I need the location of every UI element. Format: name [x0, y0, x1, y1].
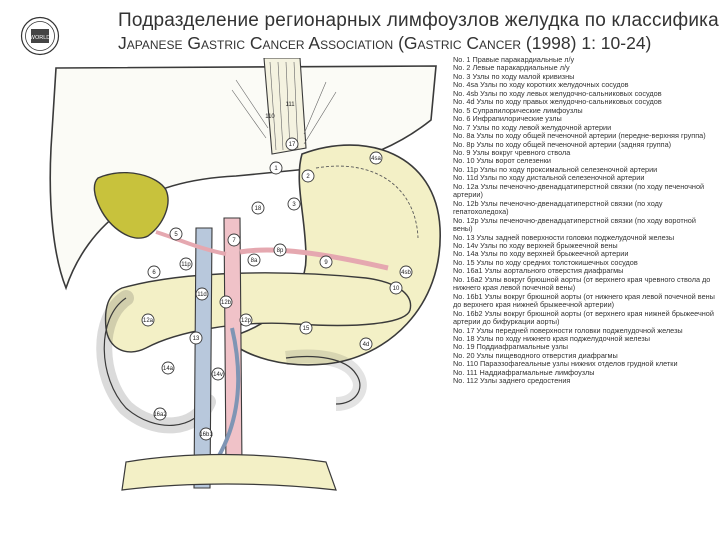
- legend-item: No. 17 Узлы передней поверхности головки…: [453, 325, 683, 335]
- legend-item: No. 2 Левые паракардиальные л/у: [453, 63, 570, 73]
- node-label: 10: [393, 286, 400, 292]
- legend-item: No. 7 Узлы по ходу левой желудочной арте…: [453, 122, 612, 132]
- legend-item: No. 12b Узлы печеночно-двенадцатиперстно…: [453, 198, 663, 217]
- legend-item: No. 6 Инфрапилорические узлы: [453, 114, 562, 124]
- node-label: 4sa: [371, 156, 381, 162]
- node-label: 14v: [213, 372, 223, 378]
- node-label: 11d: [197, 292, 207, 298]
- node-label: 110: [265, 114, 275, 120]
- node-label: 16b1: [199, 432, 213, 438]
- logo-text: WORLD: [30, 35, 51, 41]
- colon: [121, 453, 337, 491]
- node-label: 12a: [143, 318, 154, 324]
- node-label: 7: [232, 238, 236, 244]
- legend-item: No. 5 Супрапилорические лимфоузлы: [453, 105, 583, 115]
- legend-item: No. 13 Узлы задней поверхности головки п…: [453, 232, 675, 242]
- seal-emblem-icon: WORLD: [20, 16, 60, 56]
- node-label: 9: [324, 260, 328, 266]
- node-label: 13: [193, 336, 200, 342]
- gallbladder: [93, 171, 169, 239]
- page-title: Подразделение регионарных лимфоузлов жел…: [118, 10, 720, 54]
- title-line-2: Japanese Gastric Cancer Association (Gas…: [118, 33, 652, 53]
- legend-item: No. 4sb Узлы по ходу левых желудочно-сал…: [453, 88, 662, 98]
- pancreas: [104, 272, 412, 353]
- lymph-node-anatomy-diagram: 1 2 3 4sa 4sb 4d 5 6 7 8a 8p 9 10 11p 11…: [49, 58, 441, 491]
- node-label: 12b: [221, 300, 232, 306]
- title-line-1: Подразделение регионарных лимфоузлов жел…: [118, 10, 720, 31]
- legend-item: No. 112 Узлы заднего средостения: [453, 376, 571, 386]
- node-label: 111: [285, 102, 295, 108]
- node-label: 1: [274, 166, 278, 172]
- legend-item: No. 110 Параэзофагеальные узлы нижних от…: [453, 359, 678, 369]
- hepatic-artery: [155, 230, 227, 256]
- aorta: [223, 217, 243, 469]
- legend-item: No. 16a2 Узлы вокруг брюшной аорты (от в…: [453, 274, 711, 293]
- splenic-artery: [239, 247, 389, 271]
- legend-item: No. 8a Узлы по ходу общей печеночной арт…: [453, 131, 706, 141]
- legend-item: No. 9 Узлы вокруг чревного ствола: [453, 147, 571, 157]
- legend-item: No. 4d Узлы по ходу правых желудочно-сал…: [453, 97, 662, 107]
- node-label: 15: [303, 326, 310, 332]
- legend-item: No. 1 Правые паракардиальные л/у: [453, 55, 575, 64]
- legend-item: No. 4sa Узлы по ходу коротких желудочных…: [453, 80, 629, 90]
- node-label: 6: [152, 270, 156, 276]
- node-label: 2: [306, 174, 310, 180]
- legend-item: No. 8p Узлы по ходу общей печеночной арт…: [453, 139, 672, 149]
- legend-item: No. 16a1 Узлы аортального отверстия диаф…: [453, 266, 624, 276]
- legend-item: No. 11p Узлы по ходу проксимальной селез…: [453, 164, 658, 174]
- legend-item: No. 18 Узлы по ходу нижнего края поджелу…: [453, 333, 650, 343]
- jejunum: [285, 349, 367, 411]
- node-label: 8a: [251, 258, 258, 264]
- legend-item: No. 12a Узлы печеночно-двенадцатиперстно…: [453, 181, 705, 200]
- legend-item: No. 10 Узлы ворот селезенки: [453, 156, 551, 166]
- legend-item: No. 20 Узлы пищеводного отверстия диафра…: [453, 350, 618, 360]
- node-label: 4d: [363, 342, 370, 348]
- node-label: 11p: [181, 262, 191, 268]
- legend-item: No. 14a Узлы по ходу верхней брыжеечной …: [453, 249, 629, 259]
- legend-item: No. 16b1 Узлы вокруг брюшной аорты (от н…: [453, 291, 715, 310]
- legend-item: No. 19 Поддиафрагмальные узлы: [453, 342, 569, 352]
- node-label: 3: [292, 202, 296, 208]
- node-label: 18: [255, 206, 262, 212]
- vena-cava: [193, 227, 213, 489]
- legend-item: No. 14v Узлы по ходу верхней брыжеечной …: [453, 240, 618, 250]
- legend-item: No. 15 Узлы по ходу средних толстокишечн…: [453, 257, 638, 267]
- node-label: 4sb: [401, 270, 411, 276]
- legend-item: No. 11d Узлы по ходу дистальной селезено…: [453, 173, 645, 183]
- lymph-node-legend: No. 1 Правые паракардиальные л/у No. 2 Л…: [453, 55, 715, 386]
- legend-item: No. 111 Наддиафрагмальные лимфоузлы: [453, 367, 595, 377]
- node-label: 16a2: [153, 412, 167, 418]
- legend-item: No. 3 Узлы по ходу малой кривизны: [453, 71, 575, 81]
- node-label: 12p: [241, 318, 252, 324]
- node-label: 5: [174, 232, 178, 238]
- node-label: 8p: [277, 248, 284, 254]
- node-label: 17: [289, 142, 296, 148]
- node-label: 14a: [163, 366, 174, 372]
- legend-item: No. 12p Узлы печеночно-двенадцатиперстно…: [453, 215, 696, 234]
- legend-item: No. 16b2 Узлы вокруг брюшной аорты (от в…: [453, 308, 714, 327]
